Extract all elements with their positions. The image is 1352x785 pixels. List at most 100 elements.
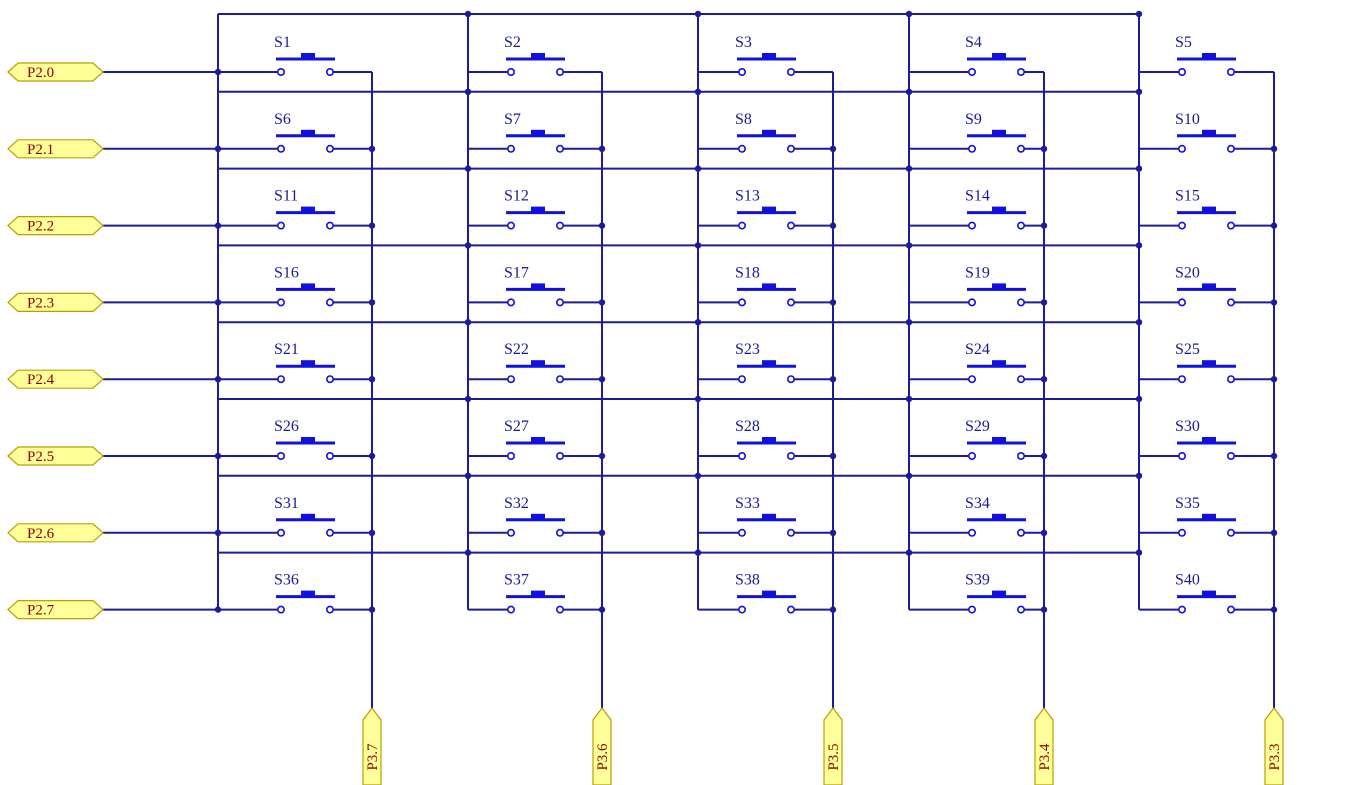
junction-dot bbox=[1270, 606, 1278, 613]
junction-dot bbox=[214, 529, 222, 536]
row-port-2: P2.2 bbox=[7, 216, 104, 236]
pushbutton-switch: S33 bbox=[735, 495, 796, 537]
junction-dot bbox=[905, 319, 913, 326]
switch-button-cap bbox=[531, 360, 545, 367]
switch-label: S3 bbox=[735, 34, 752, 51]
junction-dot bbox=[1135, 165, 1143, 172]
switch-button-cap bbox=[301, 283, 315, 290]
switch-pin-right bbox=[1016, 221, 1025, 230]
junction-dot bbox=[829, 606, 837, 613]
row-port-4: P2.4 bbox=[7, 369, 104, 389]
junction-dot bbox=[829, 299, 837, 306]
junction-dot bbox=[694, 88, 702, 96]
pushbutton-switch: S7 bbox=[504, 111, 565, 153]
switch-label: S19 bbox=[965, 264, 990, 281]
pushbutton-switch: S6 bbox=[274, 111, 335, 153]
switch-pin-right bbox=[325, 221, 334, 230]
junction-dot bbox=[214, 222, 222, 229]
junction-dot bbox=[1270, 299, 1278, 306]
switch-label: S26 bbox=[274, 418, 299, 435]
row-port-label: P2.2 bbox=[27, 219, 54, 235]
pushbutton-switch: S30 bbox=[1175, 418, 1236, 460]
switch-pin-left bbox=[1178, 221, 1187, 230]
column-port-label: P3.6 bbox=[595, 743, 611, 771]
port-flag bbox=[7, 292, 104, 312]
pushbutton-switch: S14 bbox=[965, 188, 1026, 230]
pushbutton-switch: S24 bbox=[965, 341, 1026, 384]
row-port-label: P2.4 bbox=[27, 372, 55, 388]
port-flag bbox=[7, 599, 104, 620]
switch-label: S35 bbox=[1175, 495, 1200, 512]
switch-label: S38 bbox=[735, 572, 760, 589]
switch-pin-right bbox=[1227, 528, 1236, 537]
switch-pin-left bbox=[737, 144, 746, 153]
switch-button-cap bbox=[301, 437, 315, 443]
junction-dot bbox=[829, 145, 837, 152]
column-port-label: P3.4 bbox=[1037, 743, 1053, 771]
junction-dot bbox=[214, 299, 222, 306]
junction-dot bbox=[214, 145, 222, 152]
pushbutton-switch: S31 bbox=[274, 495, 335, 537]
junction-dot bbox=[1270, 145, 1278, 152]
junction-dot bbox=[1040, 606, 1048, 613]
port-flag bbox=[7, 62, 104, 82]
switch-pin-left bbox=[967, 451, 976, 460]
port-flag bbox=[7, 139, 104, 159]
junction-dot bbox=[905, 549, 913, 556]
row-port-1: P2.1 bbox=[7, 139, 104, 159]
pushbutton-switch: S39 bbox=[965, 572, 1026, 614]
junction-dot bbox=[905, 242, 913, 249]
switch-pin-left bbox=[506, 144, 515, 153]
junction-dot bbox=[464, 549, 472, 556]
junction-dot bbox=[905, 10, 913, 18]
switch-label: S5 bbox=[1175, 34, 1192, 51]
pushbutton-switch: S34 bbox=[965, 495, 1026, 537]
junction-dot bbox=[214, 376, 222, 383]
switch-button-cap bbox=[762, 590, 776, 597]
switch-button-cap bbox=[992, 590, 1006, 597]
junction-dot bbox=[905, 395, 913, 403]
switch-pin-left bbox=[967, 298, 976, 307]
switch-pin-left bbox=[506, 605, 515, 614]
switch-pin-right bbox=[325, 298, 334, 307]
switch-pin-right bbox=[325, 528, 334, 537]
junction-dot bbox=[829, 222, 837, 229]
switch-pin-right bbox=[1016, 68, 1025, 77]
port-flag bbox=[7, 523, 104, 543]
switch-pin-left bbox=[1178, 451, 1187, 460]
switch-pin-left bbox=[1178, 298, 1187, 307]
pushbutton-switch: S20 bbox=[1175, 264, 1236, 307]
column-port-label: P3.5 bbox=[826, 743, 842, 770]
switch-label: S36 bbox=[274, 572, 299, 589]
pushbutton-switch: S9 bbox=[965, 111, 1026, 153]
switch-label: S34 bbox=[965, 495, 990, 512]
switch-pin-left bbox=[276, 451, 285, 460]
junction-dot bbox=[1270, 452, 1278, 460]
junction-dot bbox=[598, 376, 606, 383]
junction-dot bbox=[1135, 242, 1143, 249]
switch-button-cap bbox=[531, 513, 545, 520]
pushbutton-switch: S22 bbox=[504, 341, 565, 384]
switch-pin-right bbox=[325, 451, 334, 460]
switch-pin-right bbox=[786, 375, 795, 384]
switch-pin-left bbox=[276, 68, 285, 77]
switch-pin-left bbox=[737, 221, 746, 230]
row-port-label: P2.1 bbox=[27, 142, 54, 158]
switch-label: S16 bbox=[274, 264, 299, 281]
switch-pin-left bbox=[1178, 528, 1187, 537]
switch-label: S37 bbox=[504, 572, 529, 589]
switch-button-cap bbox=[762, 206, 776, 213]
port-flag bbox=[1034, 707, 1054, 785]
pushbutton-switch: S13 bbox=[735, 188, 796, 230]
row-port-3: P2.3 bbox=[7, 292, 104, 312]
switch-button-cap bbox=[531, 437, 545, 443]
switch-button-cap bbox=[1202, 590, 1216, 597]
switch-label: S17 bbox=[504, 264, 529, 281]
switch-button-cap bbox=[531, 590, 545, 597]
switch-label: S13 bbox=[735, 188, 760, 205]
junction-dot bbox=[368, 145, 376, 152]
switch-label: S12 bbox=[504, 188, 529, 205]
switch-pin-left bbox=[737, 375, 746, 384]
pushbutton-switch: S1 bbox=[274, 34, 335, 77]
